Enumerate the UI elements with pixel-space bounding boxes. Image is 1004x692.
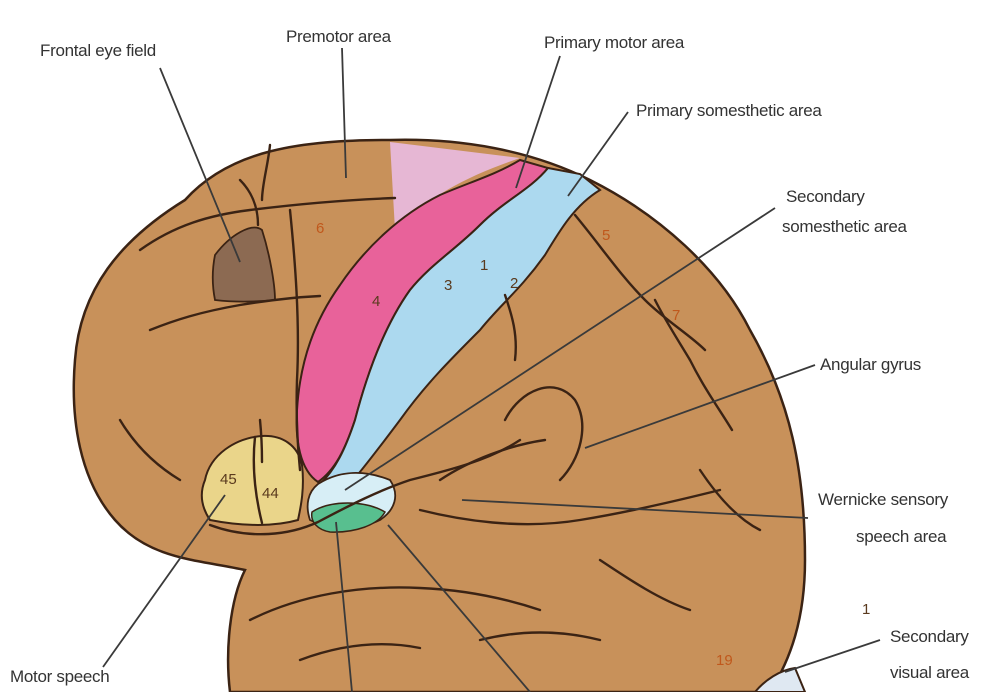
label-secondary-somesthetic-line2: somesthetic area	[782, 217, 907, 236]
area-number-7: 7	[672, 307, 680, 324]
area-number-6: 6	[316, 220, 324, 237]
area-number-45: 45	[220, 471, 237, 488]
label-frontal-eye-field: Frontal eye field	[40, 41, 156, 60]
label-wernicke-line1: Wernicke sensory	[818, 490, 949, 509]
label-secondary-visual-line2: visual area	[890, 663, 970, 682]
area-number-44: 44	[262, 485, 279, 502]
label-premotor-area: Premotor area	[286, 27, 392, 46]
label-primary-motor-area: Primary motor area	[544, 33, 685, 52]
area-number-4: 4	[372, 293, 380, 310]
area-number-5: 5	[602, 227, 610, 244]
label-secondary-visual-line1: Secondary	[890, 627, 969, 646]
label-angular-gyrus: Angular gyrus	[820, 355, 921, 374]
area-number-19: 19	[716, 652, 733, 669]
area-number-1-visual: 1	[862, 601, 870, 618]
label-wernicke-line2: speech area	[856, 527, 947, 546]
area-number-3: 3	[444, 277, 452, 294]
label-motor-speech: Motor speech	[10, 667, 109, 686]
label-primary-somesthetic-area: Primary somesthetic area	[636, 101, 822, 120]
area-number-1: 1	[480, 257, 488, 274]
label-secondary-somesthetic-line1: Secondary	[786, 187, 865, 206]
area-number-2: 2	[510, 275, 518, 292]
leader-secondary-visual-area	[785, 640, 880, 672]
